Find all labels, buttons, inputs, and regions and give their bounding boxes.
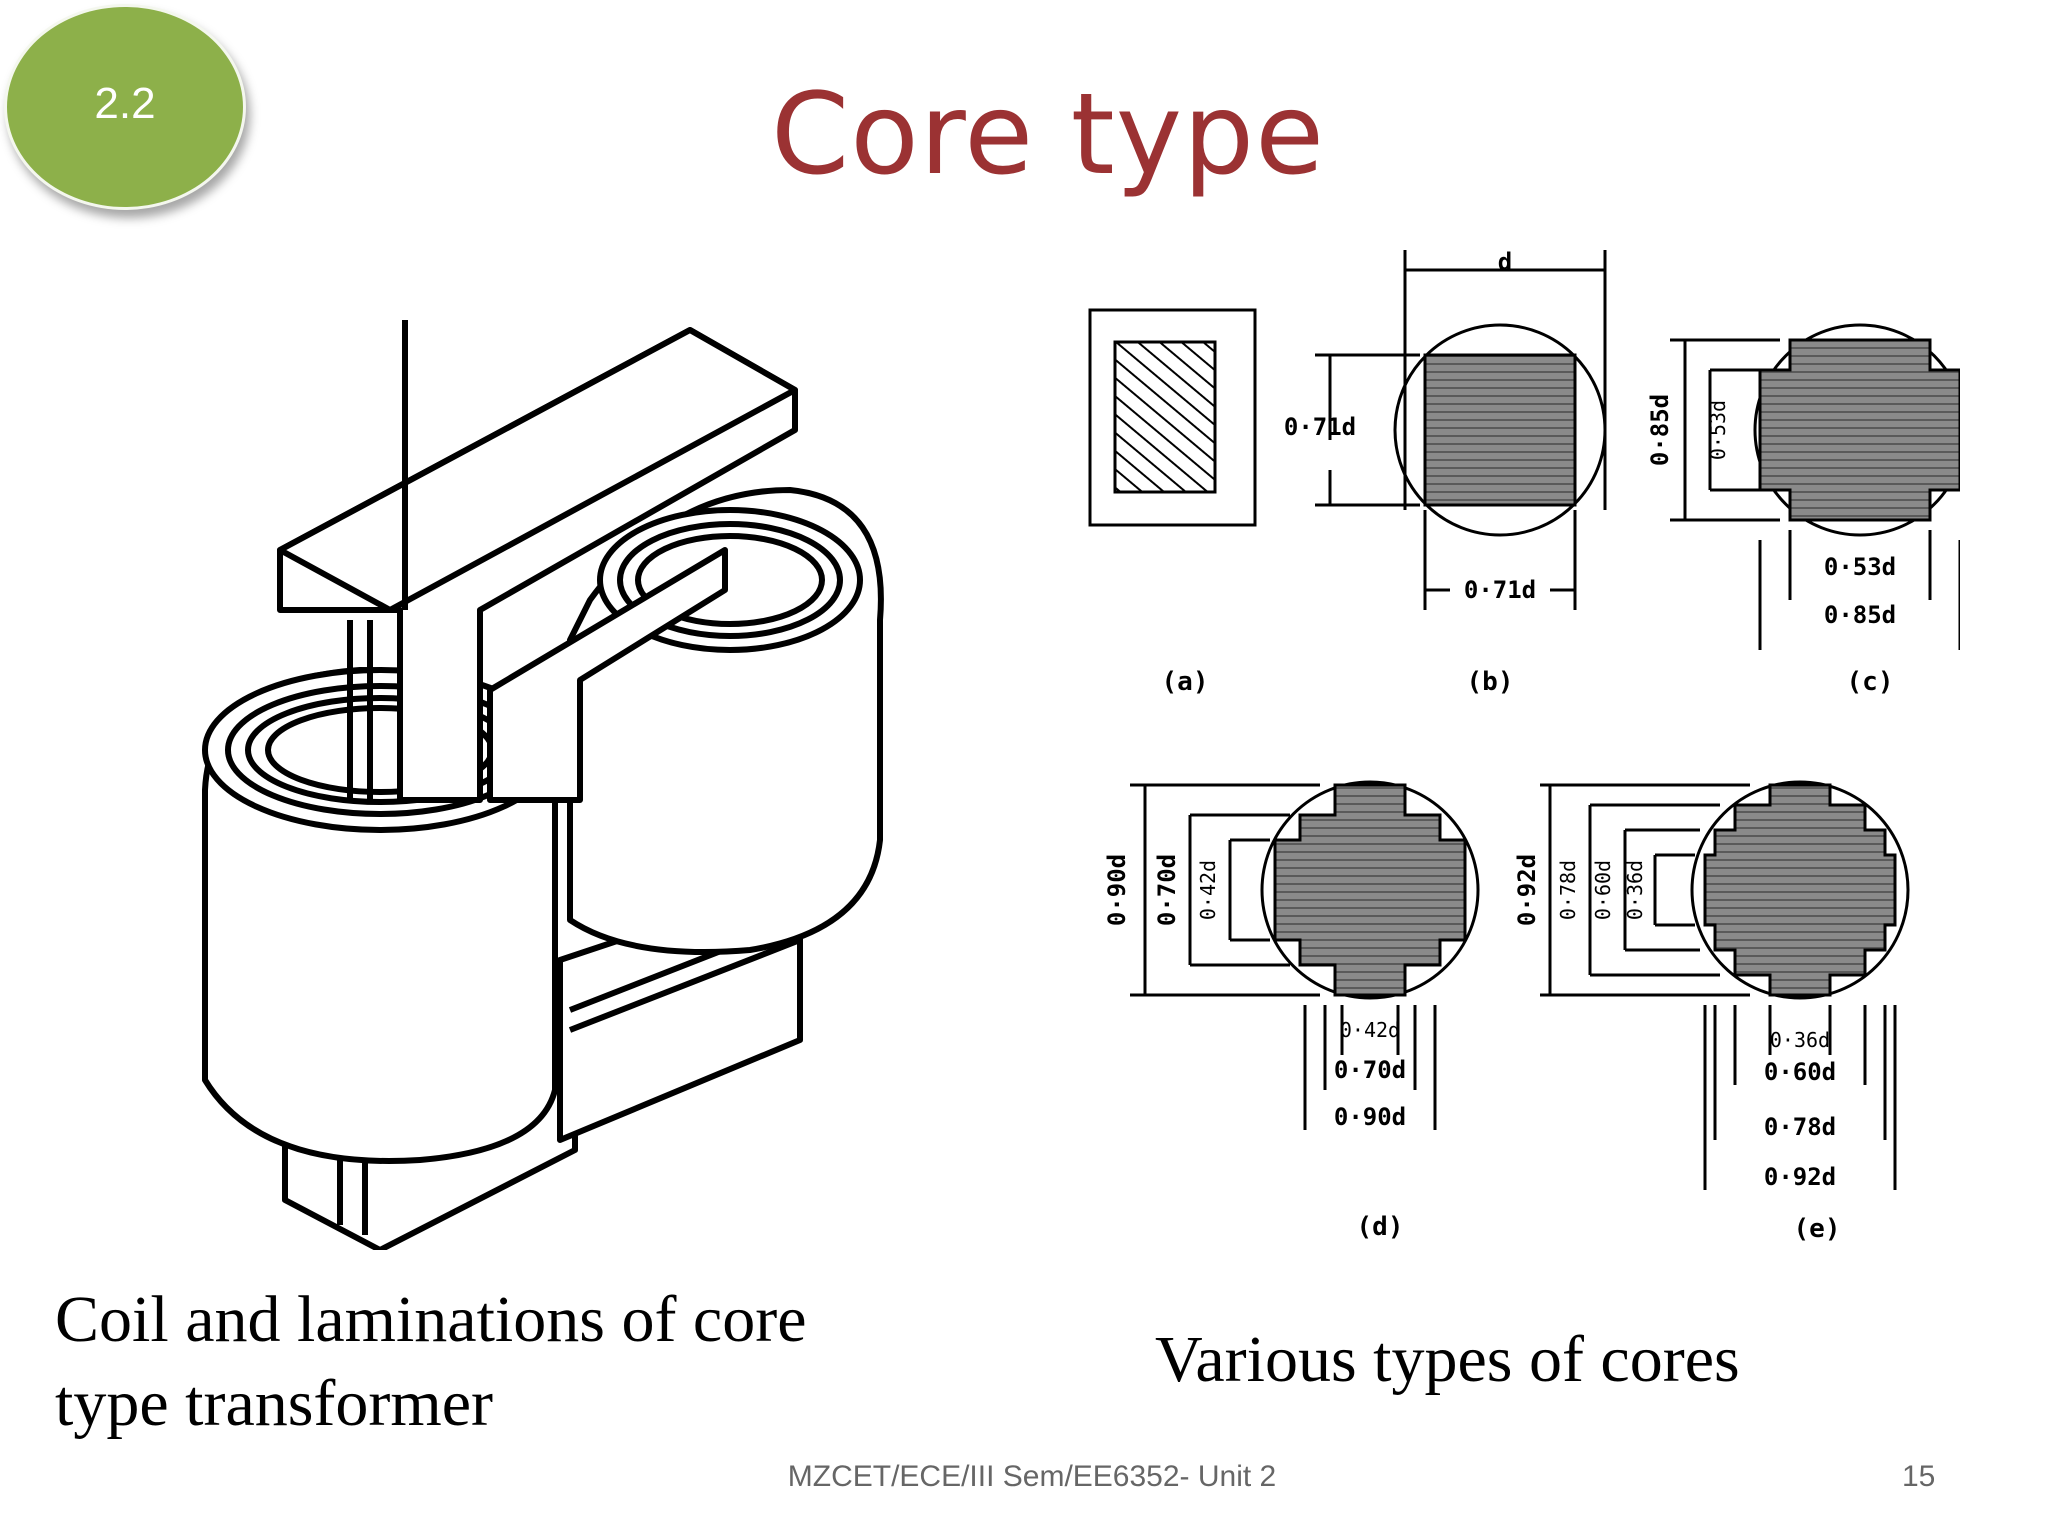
dim-c-side-inner: 0·53d — [1706, 400, 1730, 460]
dim-b-bottom: 0·71d — [1464, 576, 1536, 604]
right-caption: Various types of cores — [1155, 1323, 1740, 1396]
dim-d-side-2: 0·70d — [1153, 854, 1181, 926]
dim-e-bottom-4: 0·92d — [1764, 1163, 1836, 1191]
dim-e-bottom-2: 0·60d — [1764, 1058, 1836, 1086]
dim-e-side-2: 0·78d — [1556, 860, 1580, 920]
dim-d: d — [1498, 248, 1512, 276]
slide-number-label: 2.2 — [94, 79, 156, 128]
dim-d-bottom-1: 0·42d — [1340, 1018, 1400, 1042]
dim-e-side-3: 0·60d — [1591, 860, 1615, 920]
dim-c-bottom-outer: 0·85d — [1824, 601, 1896, 629]
core-type-transformer-illustration — [202, 320, 884, 1250]
page-number: 15 — [1902, 1460, 1936, 1493]
left-caption-line-1: Coil and laminations of core — [55, 1283, 807, 1356]
core-section-b — [1315, 250, 1607, 610]
label-b: (b) — [1467, 667, 1514, 697]
dim-d-side-3: 0·42d — [1196, 860, 1220, 920]
dim-e-bottom-1: 0·36d — [1770, 1028, 1830, 1052]
core-section-a — [1088, 308, 1257, 527]
dim-e-bottom-3: 0·78d — [1764, 1113, 1836, 1141]
dim-d-bottom-2: 0·70d — [1334, 1056, 1406, 1084]
core-section-c — [1670, 323, 1960, 650]
core-section-d — [1130, 780, 1480, 1130]
dim-c-side-outer: 0·85d — [1646, 394, 1674, 466]
dim-d-side-1: 0·90d — [1103, 854, 1131, 926]
dim-e-side-1: 0·92d — [1513, 854, 1541, 926]
label-c: (c) — [1847, 667, 1894, 697]
dim-e-side-4: 0·36d — [1623, 860, 1647, 920]
left-caption-line-2: type transformer — [55, 1367, 493, 1440]
label-e: (e) — [1794, 1214, 1841, 1244]
core-section-e — [1540, 780, 1910, 1190]
slide-number-badge: 2.2 — [4, 4, 246, 210]
label-d: (d) — [1357, 1212, 1404, 1242]
slide-footer: MZCET/ECE/III Sem/EE6352- Unit 2 — [787, 1460, 1277, 1493]
dim-b-side: 0·71d — [1284, 413, 1356, 441]
label-a: (a) — [1162, 667, 1209, 697]
dim-d-bottom-3: 0·90d — [1334, 1103, 1406, 1131]
core-cross-sections-figure: d 0·71d 0·71d 0·85d 0·53d 0·53d 0·85d 0·… — [1088, 248, 1960, 1244]
slide-title: Core type — [770, 70, 1325, 200]
dim-c-bottom-inner: 0·53d — [1824, 553, 1896, 581]
left-caption: Coil and laminations of core type transf… — [55, 1278, 915, 1446]
